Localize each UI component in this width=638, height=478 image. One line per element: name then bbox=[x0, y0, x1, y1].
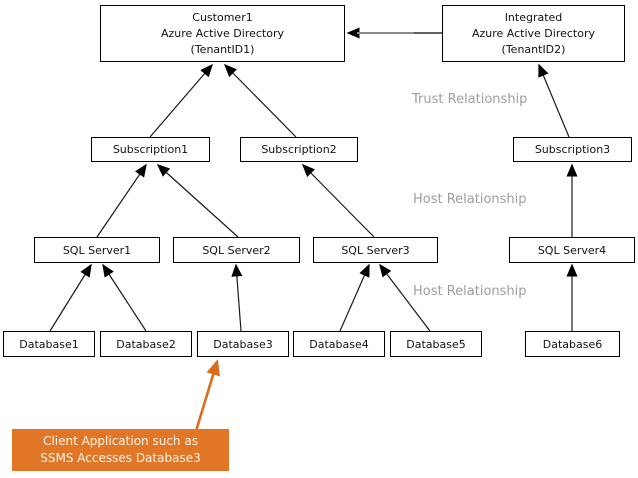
customer1-aad-line2: Azure Active Directory bbox=[160, 26, 285, 40]
client-note-line1: Client Application such as bbox=[43, 434, 198, 448]
node-database3: Database3 bbox=[197, 331, 289, 357]
customer1-aad-line1: Customer1 bbox=[192, 10, 253, 24]
node-database4: Database4 bbox=[293, 331, 385, 357]
node-sql-server1: SQL Server1 bbox=[34, 237, 160, 263]
edge-sqlserver2-to-subscription1 bbox=[156, 163, 239, 238]
node-sql-server2: SQL Server2 bbox=[173, 237, 300, 263]
integrated-aad-line3: (TenantID2) bbox=[501, 42, 566, 56]
node-sql-server4: SQL Server4 bbox=[509, 237, 635, 263]
host-relationship-label-lower: Host Relationship bbox=[413, 284, 527, 299]
edge-database1-to-sqlserver1 bbox=[49, 263, 92, 332]
database4-label: Database4 bbox=[309, 337, 369, 351]
database1-label: Database1 bbox=[19, 337, 79, 351]
node-database5: Database5 bbox=[390, 331, 482, 357]
database6-label: Database6 bbox=[542, 337, 603, 351]
edge-subscription3-to-integrated-aad bbox=[538, 63, 570, 138]
edge-database2-to-sqlserver1 bbox=[102, 263, 147, 332]
sql-server2-label: SQL Server2 bbox=[202, 243, 271, 257]
node-database1: Database1 bbox=[3, 331, 95, 357]
node-subscription1: Subscription1 bbox=[91, 137, 210, 162]
database5-label: Database5 bbox=[406, 337, 466, 351]
node-database6: Database6 bbox=[525, 331, 620, 357]
sql-server1-label: SQL Server1 bbox=[62, 243, 132, 257]
customer1-aad-line3: (TenantID1) bbox=[190, 42, 255, 56]
trust-relationship-label: Trust Relationship bbox=[412, 92, 528, 107]
edge-client-note-to-database3 bbox=[194, 359, 220, 432]
subscription1-label: Subscription1 bbox=[112, 143, 189, 156]
node-integrated-aad: Integrated Azure Active Directory (Tenan… bbox=[442, 5, 625, 62]
edge-database4-to-sqlserver3 bbox=[339, 263, 370, 332]
node-subscription3: Subscription3 bbox=[513, 137, 632, 162]
node-sql-server3: SQL Server3 bbox=[313, 237, 438, 263]
subscription3-label: Subscription3 bbox=[534, 143, 611, 156]
node-database2: Database2 bbox=[100, 331, 192, 357]
edge-subscription1-to-customer-aad bbox=[149, 63, 213, 138]
integrated-aad-line1: Integrated bbox=[504, 10, 563, 24]
subscription2-label: Subscription2 bbox=[261, 143, 337, 156]
edge-database3-to-sqlserver2 bbox=[231, 263, 243, 332]
integrated-aad-line2: Azure Active Directory bbox=[471, 26, 596, 40]
edge-sqlserver3-to-subscription2 bbox=[301, 163, 375, 238]
client-note-line2: SSMS Accesses Database3 bbox=[40, 451, 201, 465]
node-customer1-aad: Customer1 Azure Active Directory (Tenant… bbox=[100, 5, 345, 62]
sql-server3-label: SQL Server3 bbox=[341, 243, 410, 257]
database3-label: Database3 bbox=[213, 337, 273, 351]
client-application-note: Client Application such as SSMS Accesses… bbox=[12, 429, 229, 471]
edge-sqlserver1-to-subscription1 bbox=[96, 163, 147, 238]
host-relationship-label-upper: Host Relationship bbox=[413, 192, 527, 207]
edge-subscription2-to-customer-aad bbox=[223, 63, 297, 138]
sql-server4-label: SQL Server4 bbox=[537, 243, 607, 257]
node-subscription2: Subscription2 bbox=[240, 137, 358, 162]
database2-label: Database2 bbox=[116, 337, 176, 351]
